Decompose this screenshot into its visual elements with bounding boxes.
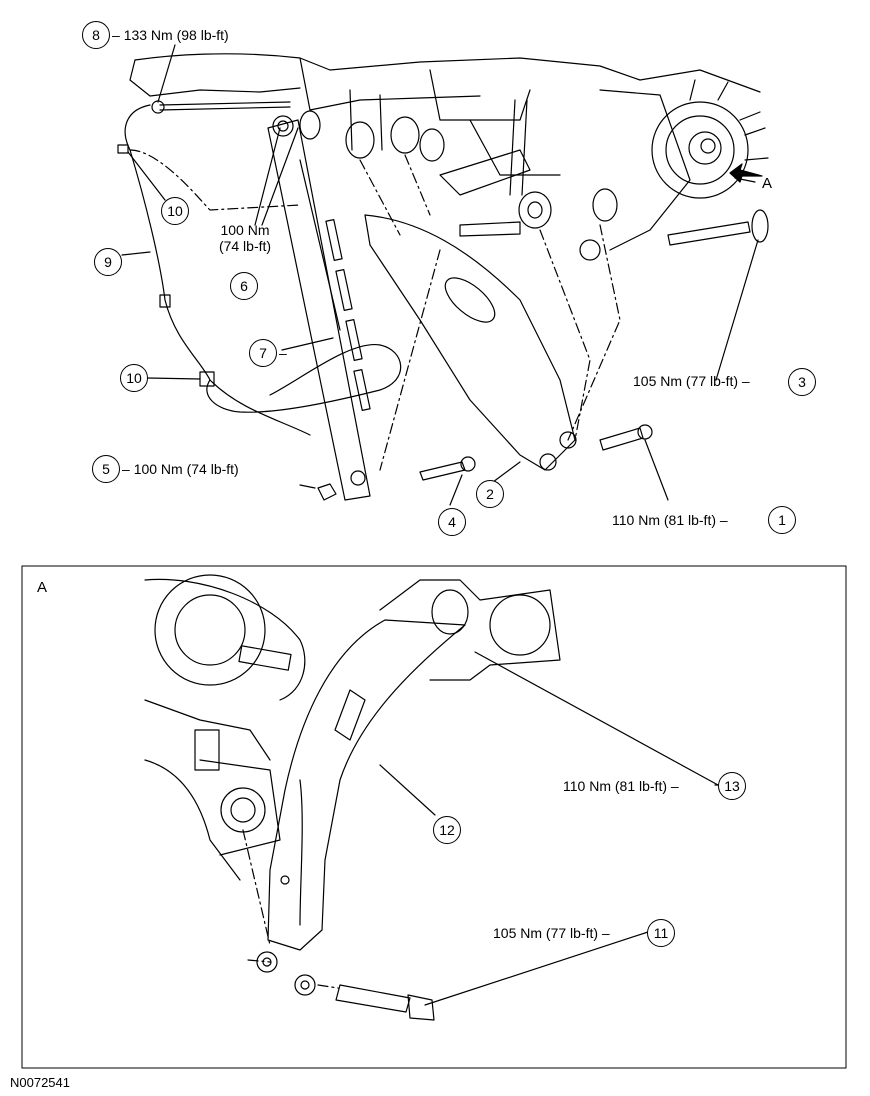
view-a-arrow <box>729 163 763 183</box>
leader-2 <box>492 461 521 483</box>
torque-value-3: 105 Nm (77 lb-ft) <box>633 373 739 389</box>
callout-number-9: 9 <box>94 248 122 276</box>
torque-value-8: 133 Nm (98 lb-ft) <box>123 27 229 43</box>
callout-number-8: 8 <box>82 21 110 49</box>
callout-number-5: 5 <box>92 455 120 483</box>
leader-8 <box>157 44 176 103</box>
callout-number-2: 2 <box>476 480 504 508</box>
torque-label-3: 105 Nm (77 lb-ft) – <box>633 373 750 389</box>
torque-label-13: 110 Nm (81 lb-ft) – <box>563 778 679 794</box>
leader-5 <box>299 484 316 489</box>
callout-number-6: 6 <box>230 272 258 300</box>
torque-value-13: 110 Nm (81 lb-ft) <box>563 778 667 794</box>
callout-number-10a: 10 <box>161 197 189 225</box>
top-assembly-drawing <box>117 44 769 506</box>
torque-label-1: 110 Nm (81 lb-ft) – <box>612 512 728 528</box>
torque-value-6-line1: 100 Nm <box>220 222 270 238</box>
leader-13 <box>474 651 719 786</box>
leader-11 <box>424 931 649 1006</box>
leader-9 <box>121 251 151 256</box>
trailing-arm <box>267 119 371 501</box>
leader-4 <box>449 474 463 506</box>
brake-hose <box>129 149 311 436</box>
torque-value-5: 100 Nm (74 lb-ft) <box>133 461 239 477</box>
upper-control-arm <box>267 619 466 951</box>
torque-value-11: 105 Nm (77 lb-ft) <box>493 925 599 941</box>
figure-id: N0072541 <box>10 1075 70 1090</box>
detail-view-frame <box>21 565 847 1069</box>
leader-10a <box>127 151 166 201</box>
leader-7 <box>281 337 334 351</box>
leader-12 <box>379 764 436 816</box>
callout-number-12: 12 <box>433 816 461 844</box>
callout-number-10b: 10 <box>120 364 148 392</box>
callout-number-13: 13 <box>718 772 746 800</box>
torque-label-11: 105 Nm (77 lb-ft) – <box>493 925 610 941</box>
callout-number-1: 1 <box>768 506 796 534</box>
wheel-hub-outer <box>651 101 749 199</box>
torque-label-5: – 100 Nm (74 lb-ft) <box>122 461 239 477</box>
view-arrow-label: A <box>762 175 773 192</box>
torque-value-1: 110 Nm (81 lb-ft) <box>612 512 716 528</box>
leader-3 <box>715 239 759 381</box>
detail-assembly-drawing <box>144 574 723 1021</box>
callout-number-11: 11 <box>647 919 675 947</box>
nut-item-5 <box>317 483 337 501</box>
detail-view-title: A <box>37 579 48 596</box>
bolt-item-11 <box>335 984 411 1013</box>
bolt-item-1 <box>599 427 644 451</box>
torque-value-6-line2: (74 lb-ft) <box>218 238 272 254</box>
callout-number-4: 4 <box>438 508 466 536</box>
bolt-item-4 <box>419 461 466 481</box>
lower-control-arm <box>364 214 576 471</box>
leader-1 <box>644 439 669 501</box>
torque-label-6: 100 Nm (74 lb-ft) <box>205 222 285 254</box>
leader-10b <box>147 377 201 380</box>
callout-number-7: 7 <box>249 339 277 367</box>
leader-6 <box>254 127 299 226</box>
bolt-item-3 <box>667 221 751 246</box>
torque-label-8: – 133 Nm (98 lb-ft) <box>112 27 229 43</box>
callout-number-3: 3 <box>788 368 816 396</box>
